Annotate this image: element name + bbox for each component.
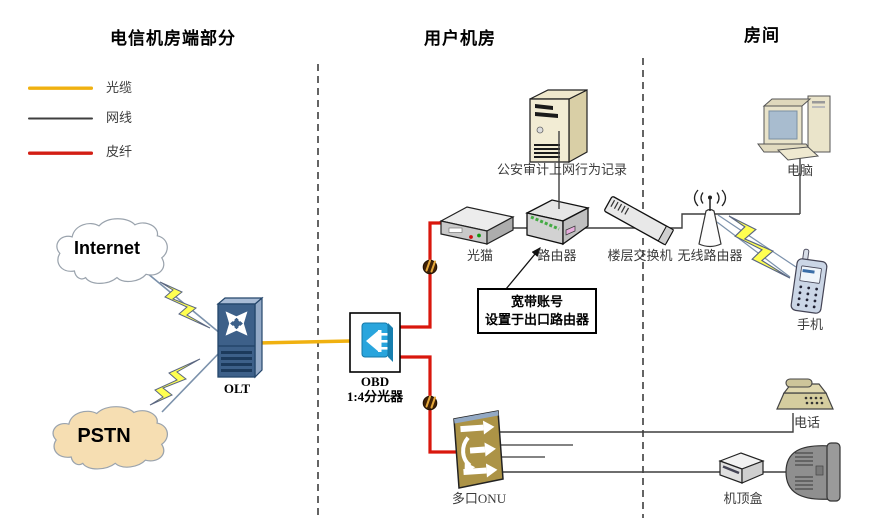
mobile-phone-device [790,248,828,314]
legend-label-fiber-cable: 光缆 [106,80,133,95]
legend-label-drop-fiber: 皮纤 [106,144,133,159]
line-obd-modem-fiber [400,221,443,329]
legend-line-fiber-cable [28,86,93,90]
router-device [525,199,590,246]
optical-modem-device [439,206,515,246]
internet-label: Internet [73,238,141,258]
wireless-router-device [693,189,727,248]
telephone-label: 电话 [793,415,821,430]
switch-cross-arrows-icon [225,311,248,336]
callout-line2: 设置于出口路由器 [484,312,589,328]
internet-cloud [56,218,168,284]
line-pstn-olt [161,350,222,413]
pc-label: 电脑 [786,163,814,178]
line-olt-obd-fiber [256,339,352,345]
connection-lines [146,156,801,473]
multiport-onu-label: 多口ONU [451,491,507,506]
audit-server-device [529,89,588,164]
line-onu-telephone [500,413,794,433]
optical-modem-label: 光猫 [466,248,494,263]
legend-line-ethernet [28,117,93,120]
set-top-box-device [718,452,765,484]
floor-switch-label: 楼层交换机 [607,248,673,263]
wifi-beam-lines [716,214,797,278]
lightning-bolt-pstn [149,358,201,406]
floor-switch-device [604,196,675,246]
wireless-router-label: 无线路由器 [677,248,743,263]
callout-arrow [505,246,541,290]
multiport-onu-device [453,410,504,489]
fiber-coil-marker-lower [422,395,438,411]
section-title-telecom-room: 电信机房端部分 [110,29,236,48]
callout-line1: 宽带账号 [510,294,563,309]
olt-label: OLT [223,381,251,396]
legend-line-drop-fiber [28,151,93,155]
onu-arrows-icon [460,420,498,478]
pstn-label: PSTN [77,425,131,447]
wifi-waves-icon [693,189,727,207]
obd-splitter [349,312,401,373]
lightning-bolt-wifi [728,215,791,279]
set-top-box-label: 机顶盒 [723,491,763,506]
antenna-dot-icon [708,195,712,200]
lightning-bolt-internet [159,281,211,329]
pc-device [757,95,831,161]
splitter-icon [361,322,393,362]
tv-device [785,442,841,502]
telephone-device [776,378,834,410]
pstn-cloud [52,406,168,470]
section-title-room: 房间 [744,26,780,45]
mobile-phone-label: 手机 [796,317,824,332]
router-label: 路由器 [537,248,577,263]
broadband-account-callout: 宽带账号 设置于出口路由器 [477,288,597,335]
legend-swatches [28,86,93,155]
fiber-coil-marker-upper [422,259,438,275]
olt-device [216,296,264,379]
section-title-user-room: 用户机房 [424,29,496,48]
obd-splitter-label: 1:4分光器 [346,389,404,404]
obd-label: OBD [360,374,390,389]
audit-server-label: 公安审计上网行为记录 [496,162,628,177]
legend-label-ethernet: 网线 [106,110,133,125]
